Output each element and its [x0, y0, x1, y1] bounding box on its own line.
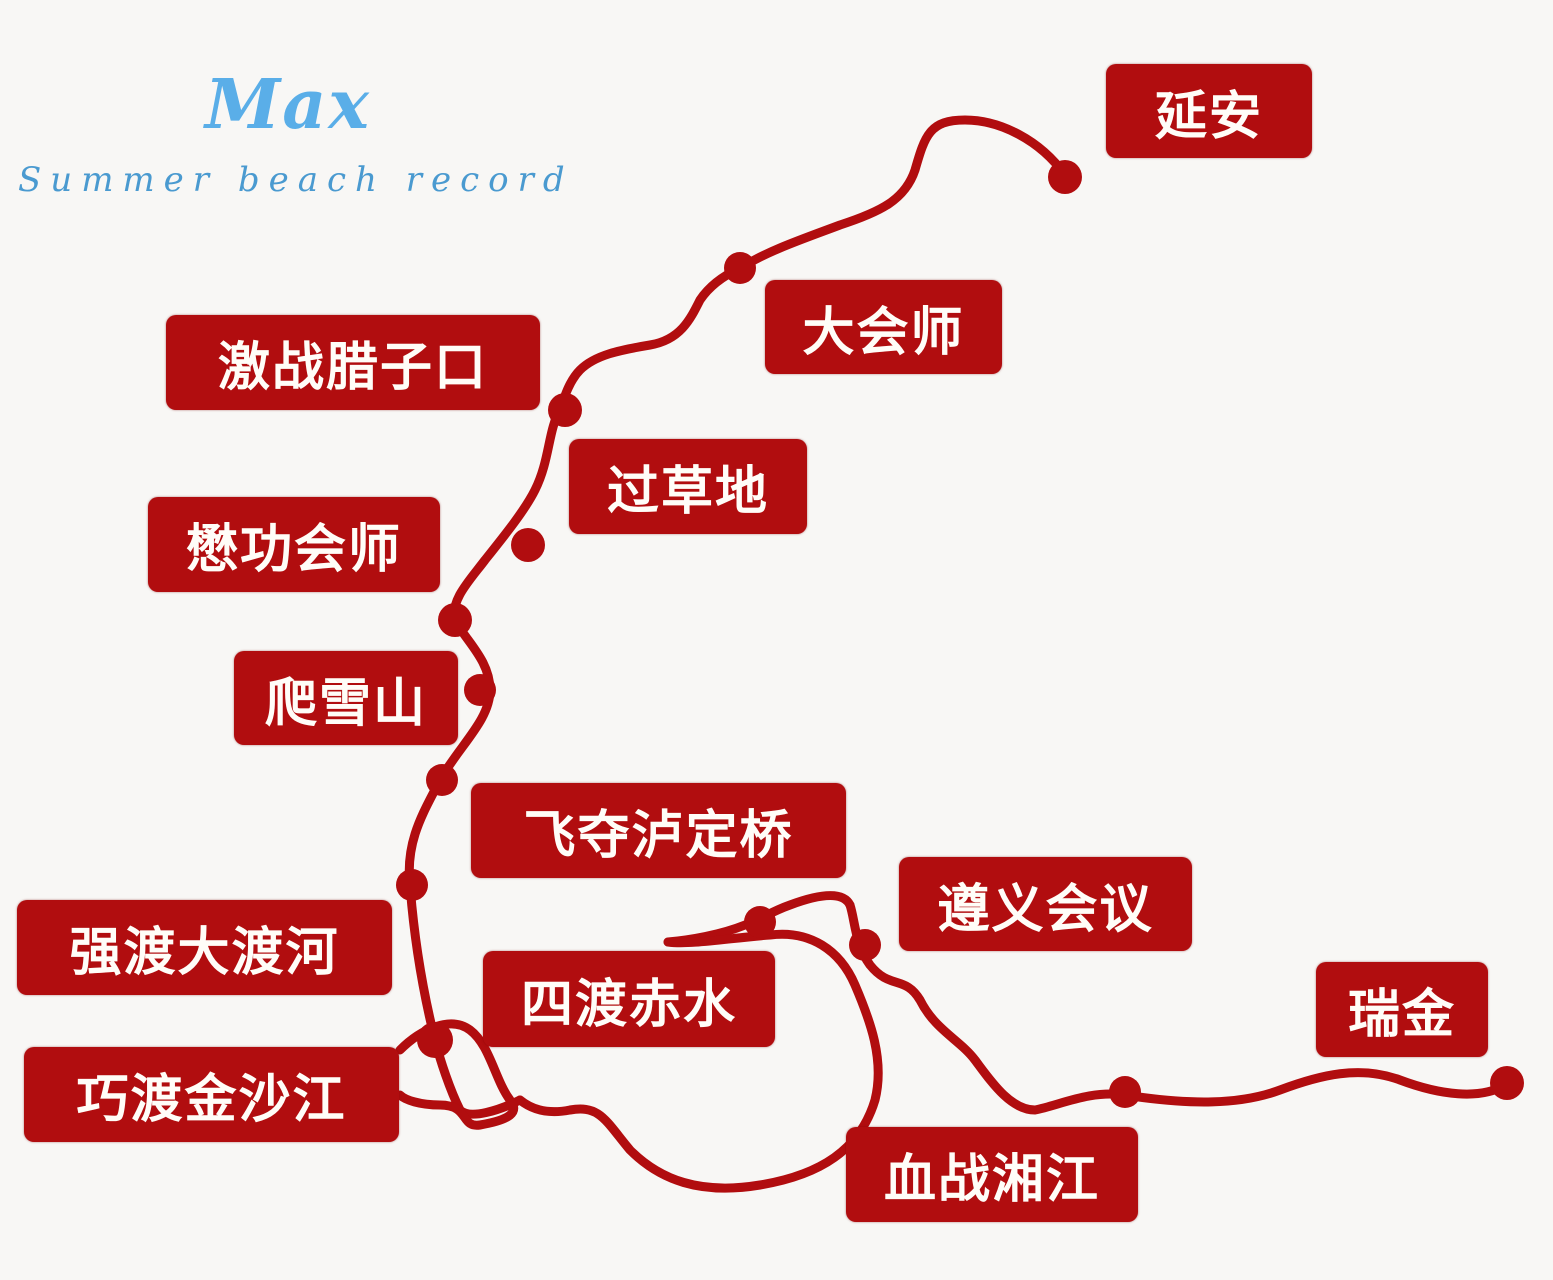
stop-label-zunyi-huiyi: 遵义会议	[899, 857, 1192, 951]
stop-label-sidu-chishui: 四渡赤水	[483, 951, 775, 1047]
logo-subtitle: Summer beach record	[18, 160, 574, 200]
stop-label-maogong-huishi: 懋功会师	[148, 497, 440, 592]
stop-label-qiaodu-jinshajiang: 巧渡金沙江	[24, 1047, 399, 1142]
stop-label-yanan: 延安	[1106, 64, 1312, 158]
stop-label-pa-xueshan: 爬雪山	[234, 651, 458, 745]
stop-label-guo-caodi: 过草地	[569, 439, 807, 534]
stop-label-xuezhan-xiangjiang: 血战湘江	[846, 1127, 1138, 1222]
stop-label-ruijin: 瑞金	[1316, 962, 1488, 1057]
logo-title: Max	[205, 65, 371, 145]
stop-label-da-huishi: 大会师	[765, 280, 1002, 374]
stop-label-qiangdu-daduhe: 强渡大渡河	[17, 900, 392, 995]
stop-label-jizhan-lazikou: 激战腊子口	[166, 315, 540, 410]
stop-label-feiduo-ludingqiao: 飞夺泸定桥	[471, 783, 846, 878]
